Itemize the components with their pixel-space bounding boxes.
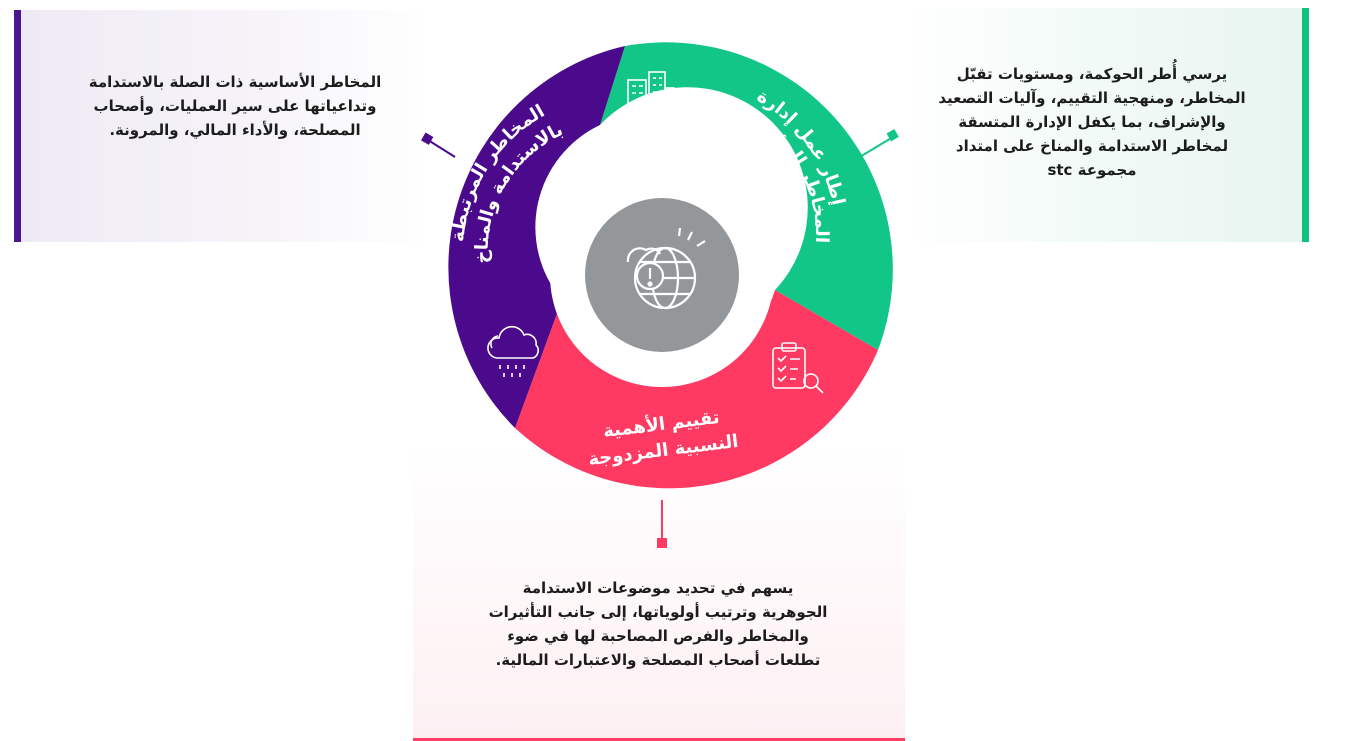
climate-risk-segment — [448, 46, 625, 428]
connector-bottom — [657, 500, 667, 548]
clipboard-checklist-search-icon — [772, 342, 824, 394]
governance-segment — [600, 42, 893, 351]
climate-risk-description: المخاطر الأساسية ذات الصلة بالاستدامة وت… — [88, 73, 382, 139]
materiality-description: يسهم في تحديد موضوعات الاستدامة الجوهرية… — [488, 579, 828, 669]
office-building-people-icon — [627, 71, 675, 119]
governance-description: يرسي أُطر الحوكمة، ومستويات تقبّل المخاط… — [938, 65, 1246, 179]
cloud-rain-icon — [487, 325, 539, 377]
globe-risk-warning-icon — [626, 227, 706, 310]
connector-right — [857, 129, 899, 159]
connector-left — [421, 132, 456, 158]
materiality-panel — [413, 440, 905, 741]
materiality-segment — [515, 290, 878, 489]
climate-risk-panel — [14, 10, 431, 242]
governance-panel — [905, 8, 1309, 242]
